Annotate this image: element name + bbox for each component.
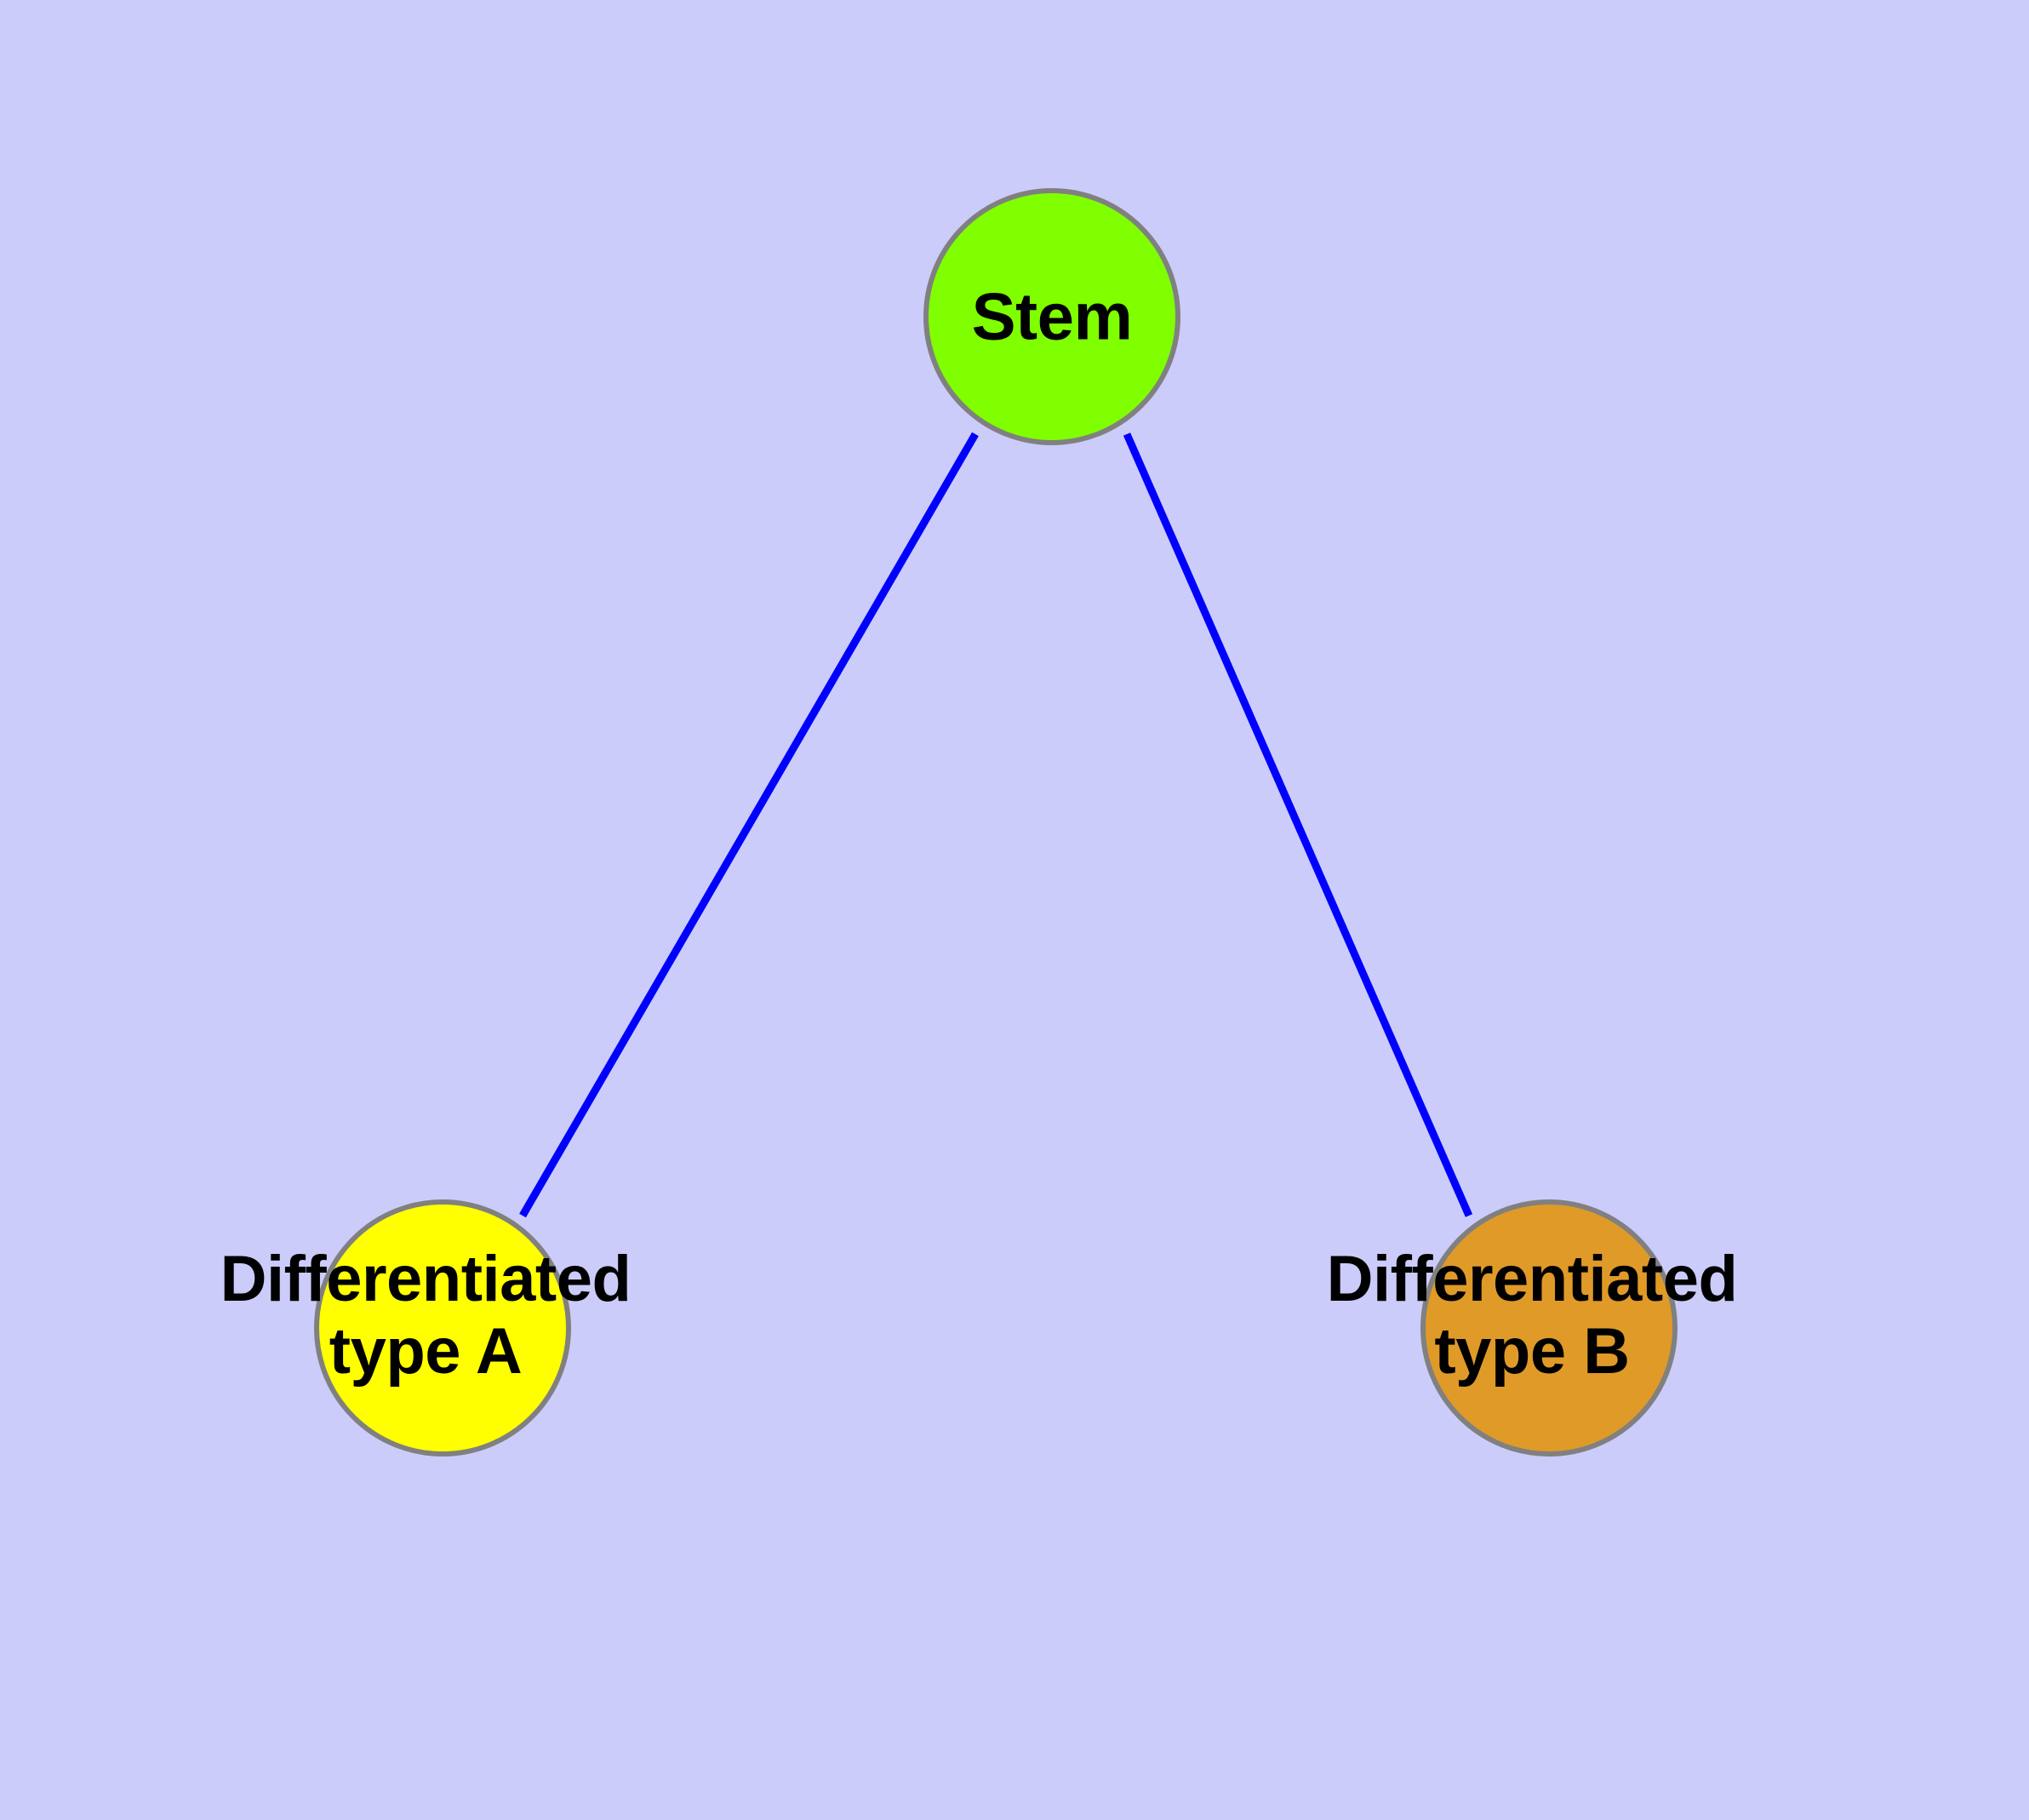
node-stem-circle[interactable] (923, 188, 1180, 445)
edge-stem-to-differentiated-type-a[interactable] (519, 432, 979, 1218)
node-layer (314, 188, 1677, 1457)
node-differentiated-type-b-circle[interactable] (1420, 1199, 1677, 1457)
node-differentiated-type-a-circle[interactable] (314, 1199, 571, 1457)
edge-stem-to-differentiated-type-b[interactable] (1123, 432, 1473, 1217)
edge-layer (519, 432, 1473, 1218)
